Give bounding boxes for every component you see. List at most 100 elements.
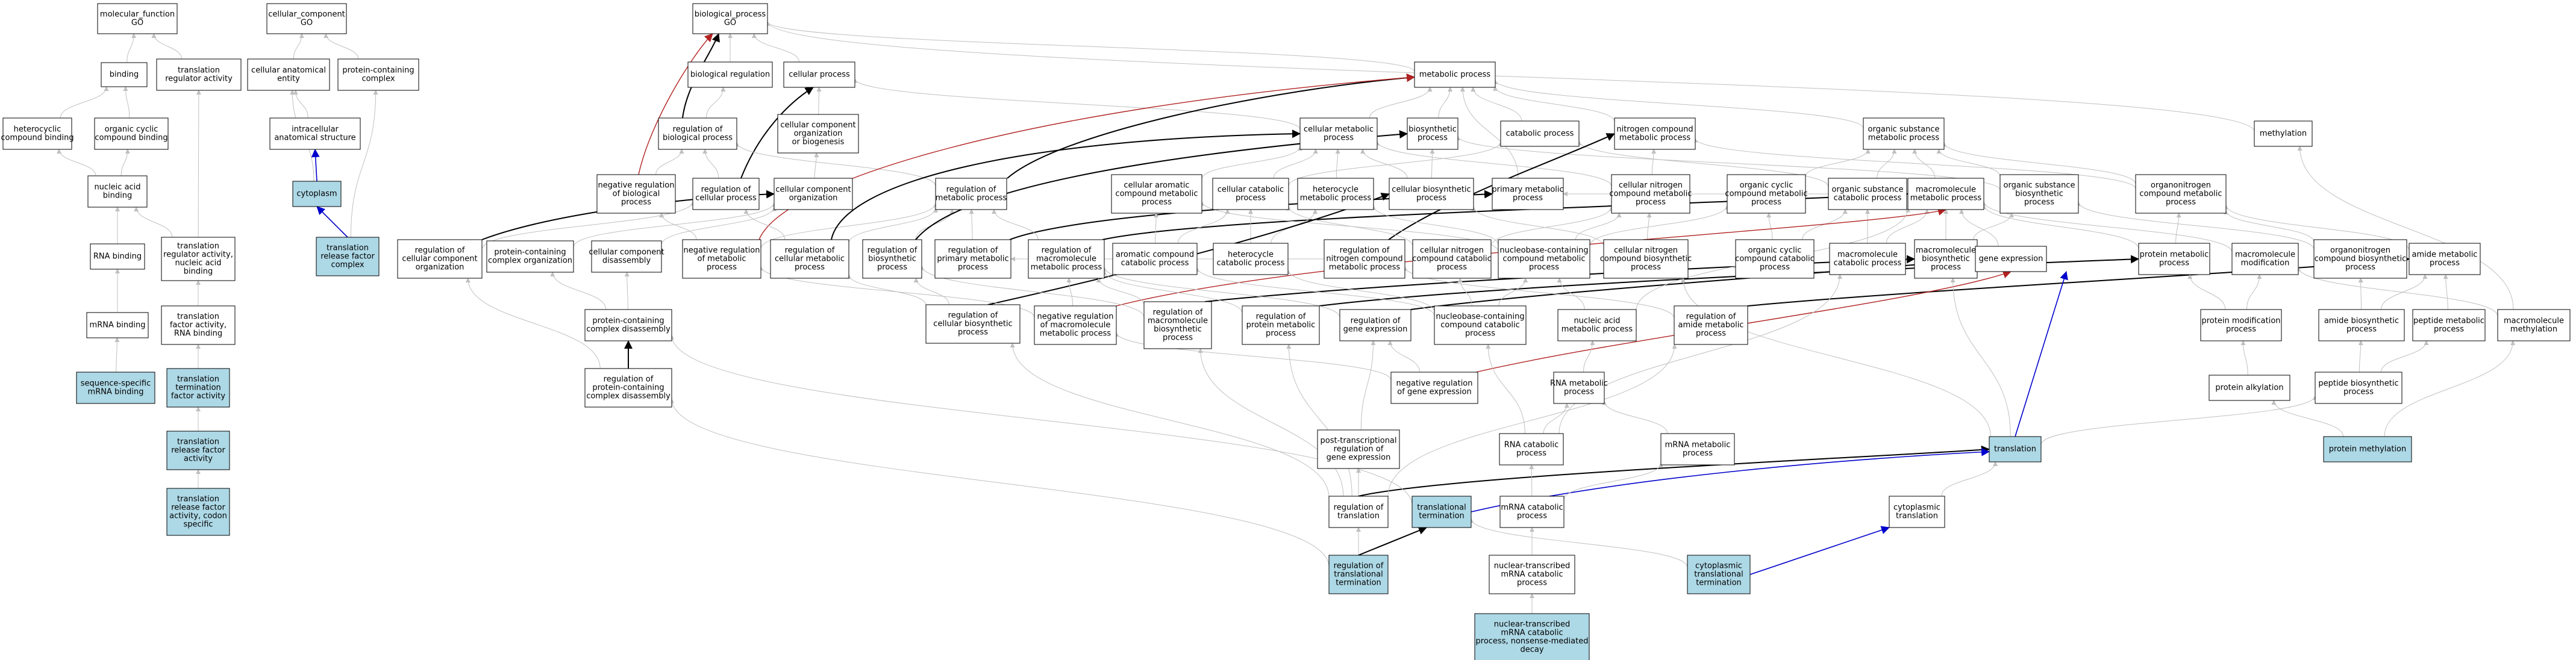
node-metp[interactable]: metabolic process (1414, 61, 1496, 88)
node-cellp[interactable]: cellular process (783, 61, 855, 88)
node-breg[interactable]: biological regulation (687, 61, 773, 88)
node-meth[interactable]: methylation (2254, 120, 2313, 147)
node-protmeth[interactable]: protein methylation (2323, 436, 2412, 462)
node-rnab[interactable]: RNA binding (90, 243, 145, 270)
node-protalk[interactable]: protein alkylation (2209, 375, 2290, 401)
node-binding[interactable]: binding (101, 62, 148, 87)
node-geneexp[interactable]: gene expression (1975, 246, 2047, 272)
node-catp[interactable]: catabolic process (1500, 120, 1580, 147)
node-mrnab[interactable]: mRNA binding (86, 312, 149, 338)
node-rmacbp[interactable]: regulation ofmacromoleculebiosyntheticpr… (1143, 301, 1212, 349)
node-transl[interactable]: translation (1989, 436, 2042, 462)
node-cyto[interactable]: cytoplasm (292, 181, 342, 207)
